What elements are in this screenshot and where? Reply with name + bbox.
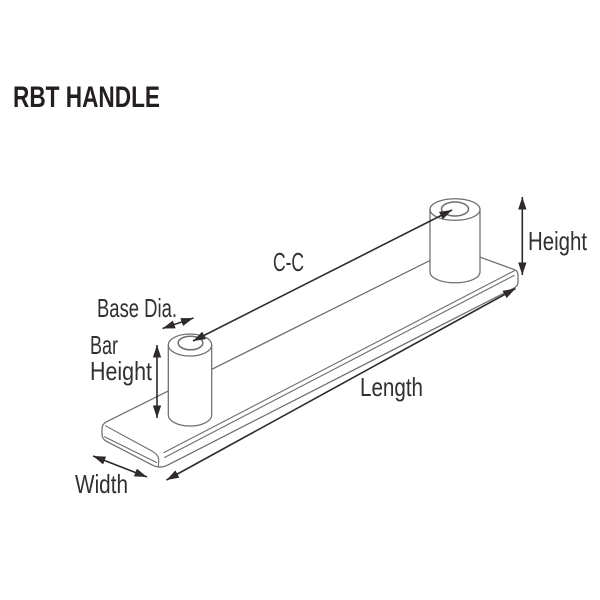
left-post-body <box>167 344 213 427</box>
length-label: Length <box>360 372 423 402</box>
dimension-arrows <box>92 197 527 481</box>
height-label: Height <box>528 226 588 256</box>
bar-height-label-line1: Bar <box>90 330 118 360</box>
bar-height-label-line2: Height <box>90 356 153 386</box>
cc-label: C-C <box>273 247 304 277</box>
plate-end-top-edge <box>104 425 160 468</box>
right-post <box>429 198 481 284</box>
base-dia-label: Base Dia. <box>97 293 177 323</box>
length-dimension-arrow <box>166 287 516 481</box>
dimension-labels: C-C Height Bar Height Base Dia. Length W… <box>75 226 588 499</box>
page-title: RBT HANDLE <box>13 81 160 114</box>
plate-end-edge-detail <box>103 436 158 464</box>
plate-front-top-edge <box>163 270 516 454</box>
left-post <box>167 333 213 427</box>
width-label: Width <box>75 469 128 499</box>
width-dimension-arrow <box>92 455 148 478</box>
